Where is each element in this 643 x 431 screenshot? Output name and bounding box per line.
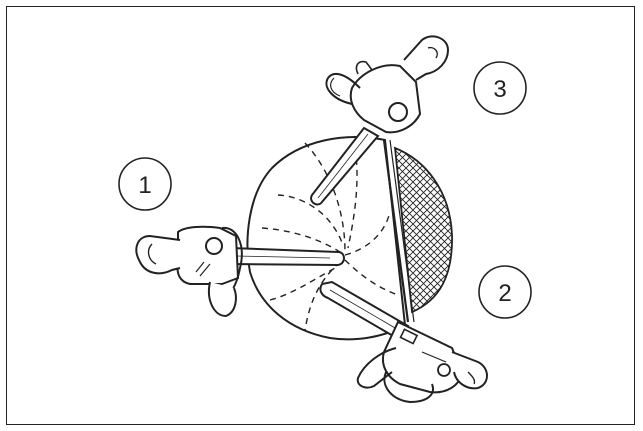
chainsaw-position-2 <box>319 280 488 404</box>
callout-2-label: 2 <box>498 280 511 307</box>
figure-frame <box>6 6 635 425</box>
chainsaw-position-3 <box>310 35 450 206</box>
callout-3: 3 <box>473 61 527 115</box>
callout-1-label: 1 <box>138 172 151 199</box>
callout-1: 1 <box>118 157 172 211</box>
chainsaw-position-1 <box>135 225 345 318</box>
log-cross-section <box>246 136 407 341</box>
callout-3-label: 3 <box>493 76 506 103</box>
cut-segment <box>382 139 453 323</box>
callout-2: 2 <box>478 265 532 319</box>
